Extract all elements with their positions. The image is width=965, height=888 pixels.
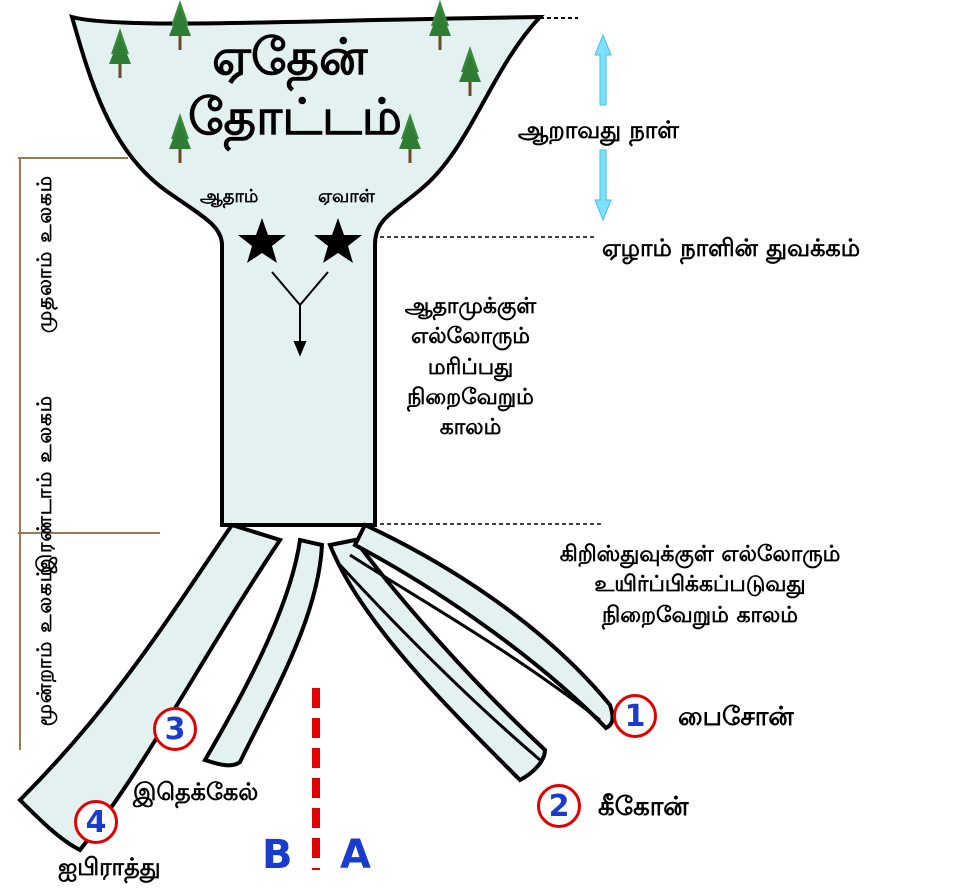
third-world-label: மூன்றாம் உலகம் xyxy=(32,565,56,727)
river-name-idhekkel: இதெக்கேல் xyxy=(133,778,259,806)
river-pishon xyxy=(352,522,615,731)
river-gihon xyxy=(327,537,548,783)
river-name-ipirathu: ஐபிராத்து xyxy=(58,853,161,881)
river-name-gihon: கீகோன் xyxy=(598,792,689,822)
sixth-day-label: ஆறாவது நாள் xyxy=(518,116,679,144)
river-name-pishon: பைசோன் xyxy=(678,702,794,732)
eve-label: ஏவாள் xyxy=(318,186,375,207)
label-a: A xyxy=(340,832,371,878)
title-line-1: ஏதேன் xyxy=(212,28,368,86)
label-b: B xyxy=(262,832,293,878)
adam-label: ஆதாம் xyxy=(200,186,259,207)
y-arrow-icon xyxy=(271,271,329,357)
down-arrow-icon xyxy=(594,149,612,222)
title-line-2: தோட்டம் xyxy=(188,88,403,146)
seventh-day-label: ஏழாம் நாளின் துவக்கம் xyxy=(602,234,861,262)
adam-period-text: ஆதாமுக்குள் எல்லோரும் மரிப்பது நிறைவேறும… xyxy=(404,294,537,441)
star-icon xyxy=(314,218,362,263)
river-number-2: 2 xyxy=(537,784,581,828)
river-ipirathu xyxy=(17,522,284,853)
christ-period-text: கிறிஸ்துவுக்குள் எல்லோரும் உயிர்ப்பிக்கப… xyxy=(559,542,841,628)
second-world-label: இரண்டாம் உலகம் xyxy=(32,395,56,574)
river-idhekkel xyxy=(202,537,325,768)
river-number-4: 4 xyxy=(74,800,118,844)
river-number-3: 3 xyxy=(153,707,197,751)
star-icon xyxy=(238,218,286,263)
up-arrow-icon xyxy=(594,33,612,106)
river-number-1: 1 xyxy=(613,694,657,738)
first-world-label: முதலாம் உலகம் xyxy=(32,175,56,333)
